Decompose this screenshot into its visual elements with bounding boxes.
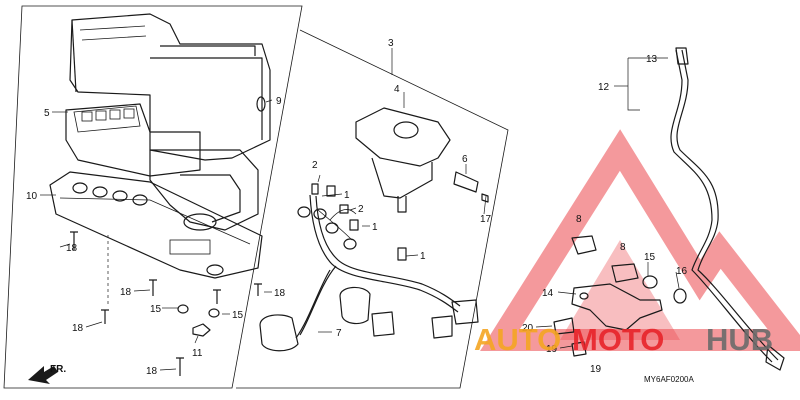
speedometer-cable <box>670 47 785 371</box>
callout-19a: 19 <box>546 344 558 355</box>
callout-15b: 15 <box>232 310 244 321</box>
callout-12: 12 <box>598 82 610 93</box>
callout-16: 16 <box>676 266 688 277</box>
callout-15a: 15 <box>150 304 162 315</box>
front-direction-arrow: FR. <box>28 364 66 384</box>
diagram-code: MY6AF0200A <box>644 375 694 384</box>
wire-harness <box>295 194 461 339</box>
screw-18-group <box>70 231 262 376</box>
callout-9: 9 <box>276 96 282 107</box>
callout-8a: 8 <box>576 214 582 225</box>
watermark-hub: HUB <box>706 322 773 357</box>
callout-20: 20 <box>522 323 534 334</box>
callout-4: 4 <box>394 84 400 95</box>
watermark-moto: MOTO <box>572 322 664 357</box>
callout-5: 5 <box>44 108 50 119</box>
callout-15c: 15 <box>644 252 656 263</box>
callout-7: 7 <box>336 328 342 339</box>
meter-upper-case <box>69 13 271 161</box>
front-label: FR. <box>50 364 66 375</box>
watermark-logo <box>480 129 800 351</box>
callout-10: 10 <box>26 191 38 202</box>
callout-1b: 1 <box>372 222 378 233</box>
meter-inner-housing <box>149 149 259 231</box>
callout-18d: 18 <box>72 323 84 334</box>
callout-14: 14 <box>542 288 554 299</box>
callout-1c: 1 <box>420 251 426 262</box>
meter-display-unit <box>65 103 201 177</box>
callout-6: 6 <box>462 154 468 165</box>
watermark-auto: AUTO <box>474 322 561 357</box>
callout-18c: 18 <box>274 288 286 299</box>
callout-19b: 19 <box>590 364 602 375</box>
meter-fasteners <box>177 289 221 337</box>
callout-11: 11 <box>192 348 203 359</box>
callout-labels: 3 4 5 6 7 9 10 11 2 1 2 1 1 17 18 18 18 … <box>26 38 688 377</box>
callout-13: 13 <box>646 54 658 65</box>
meter-panel-outline <box>3 5 303 389</box>
callout-2a: 2 <box>312 160 318 171</box>
callout-18e: 18 <box>146 366 158 377</box>
callout-3: 3 <box>388 38 394 49</box>
meter-stay <box>553 235 687 357</box>
indicator-unit <box>355 107 489 213</box>
leader-lines <box>40 48 680 371</box>
meter-lower-case <box>49 171 263 279</box>
watermark-wordmark: AUTO MOTO HUB <box>474 322 773 357</box>
harness-panel-outline <box>236 29 509 389</box>
callout-17: 17 <box>480 214 492 225</box>
callout-1a: 1 <box>344 190 350 201</box>
callout-18a: 18 <box>66 243 78 254</box>
bulb-sockets <box>297 183 407 261</box>
callout-18b: 18 <box>120 287 132 298</box>
harness-connectors <box>259 286 479 352</box>
callout-2b: 2 <box>358 204 364 215</box>
callout-8b: 8 <box>620 242 626 253</box>
